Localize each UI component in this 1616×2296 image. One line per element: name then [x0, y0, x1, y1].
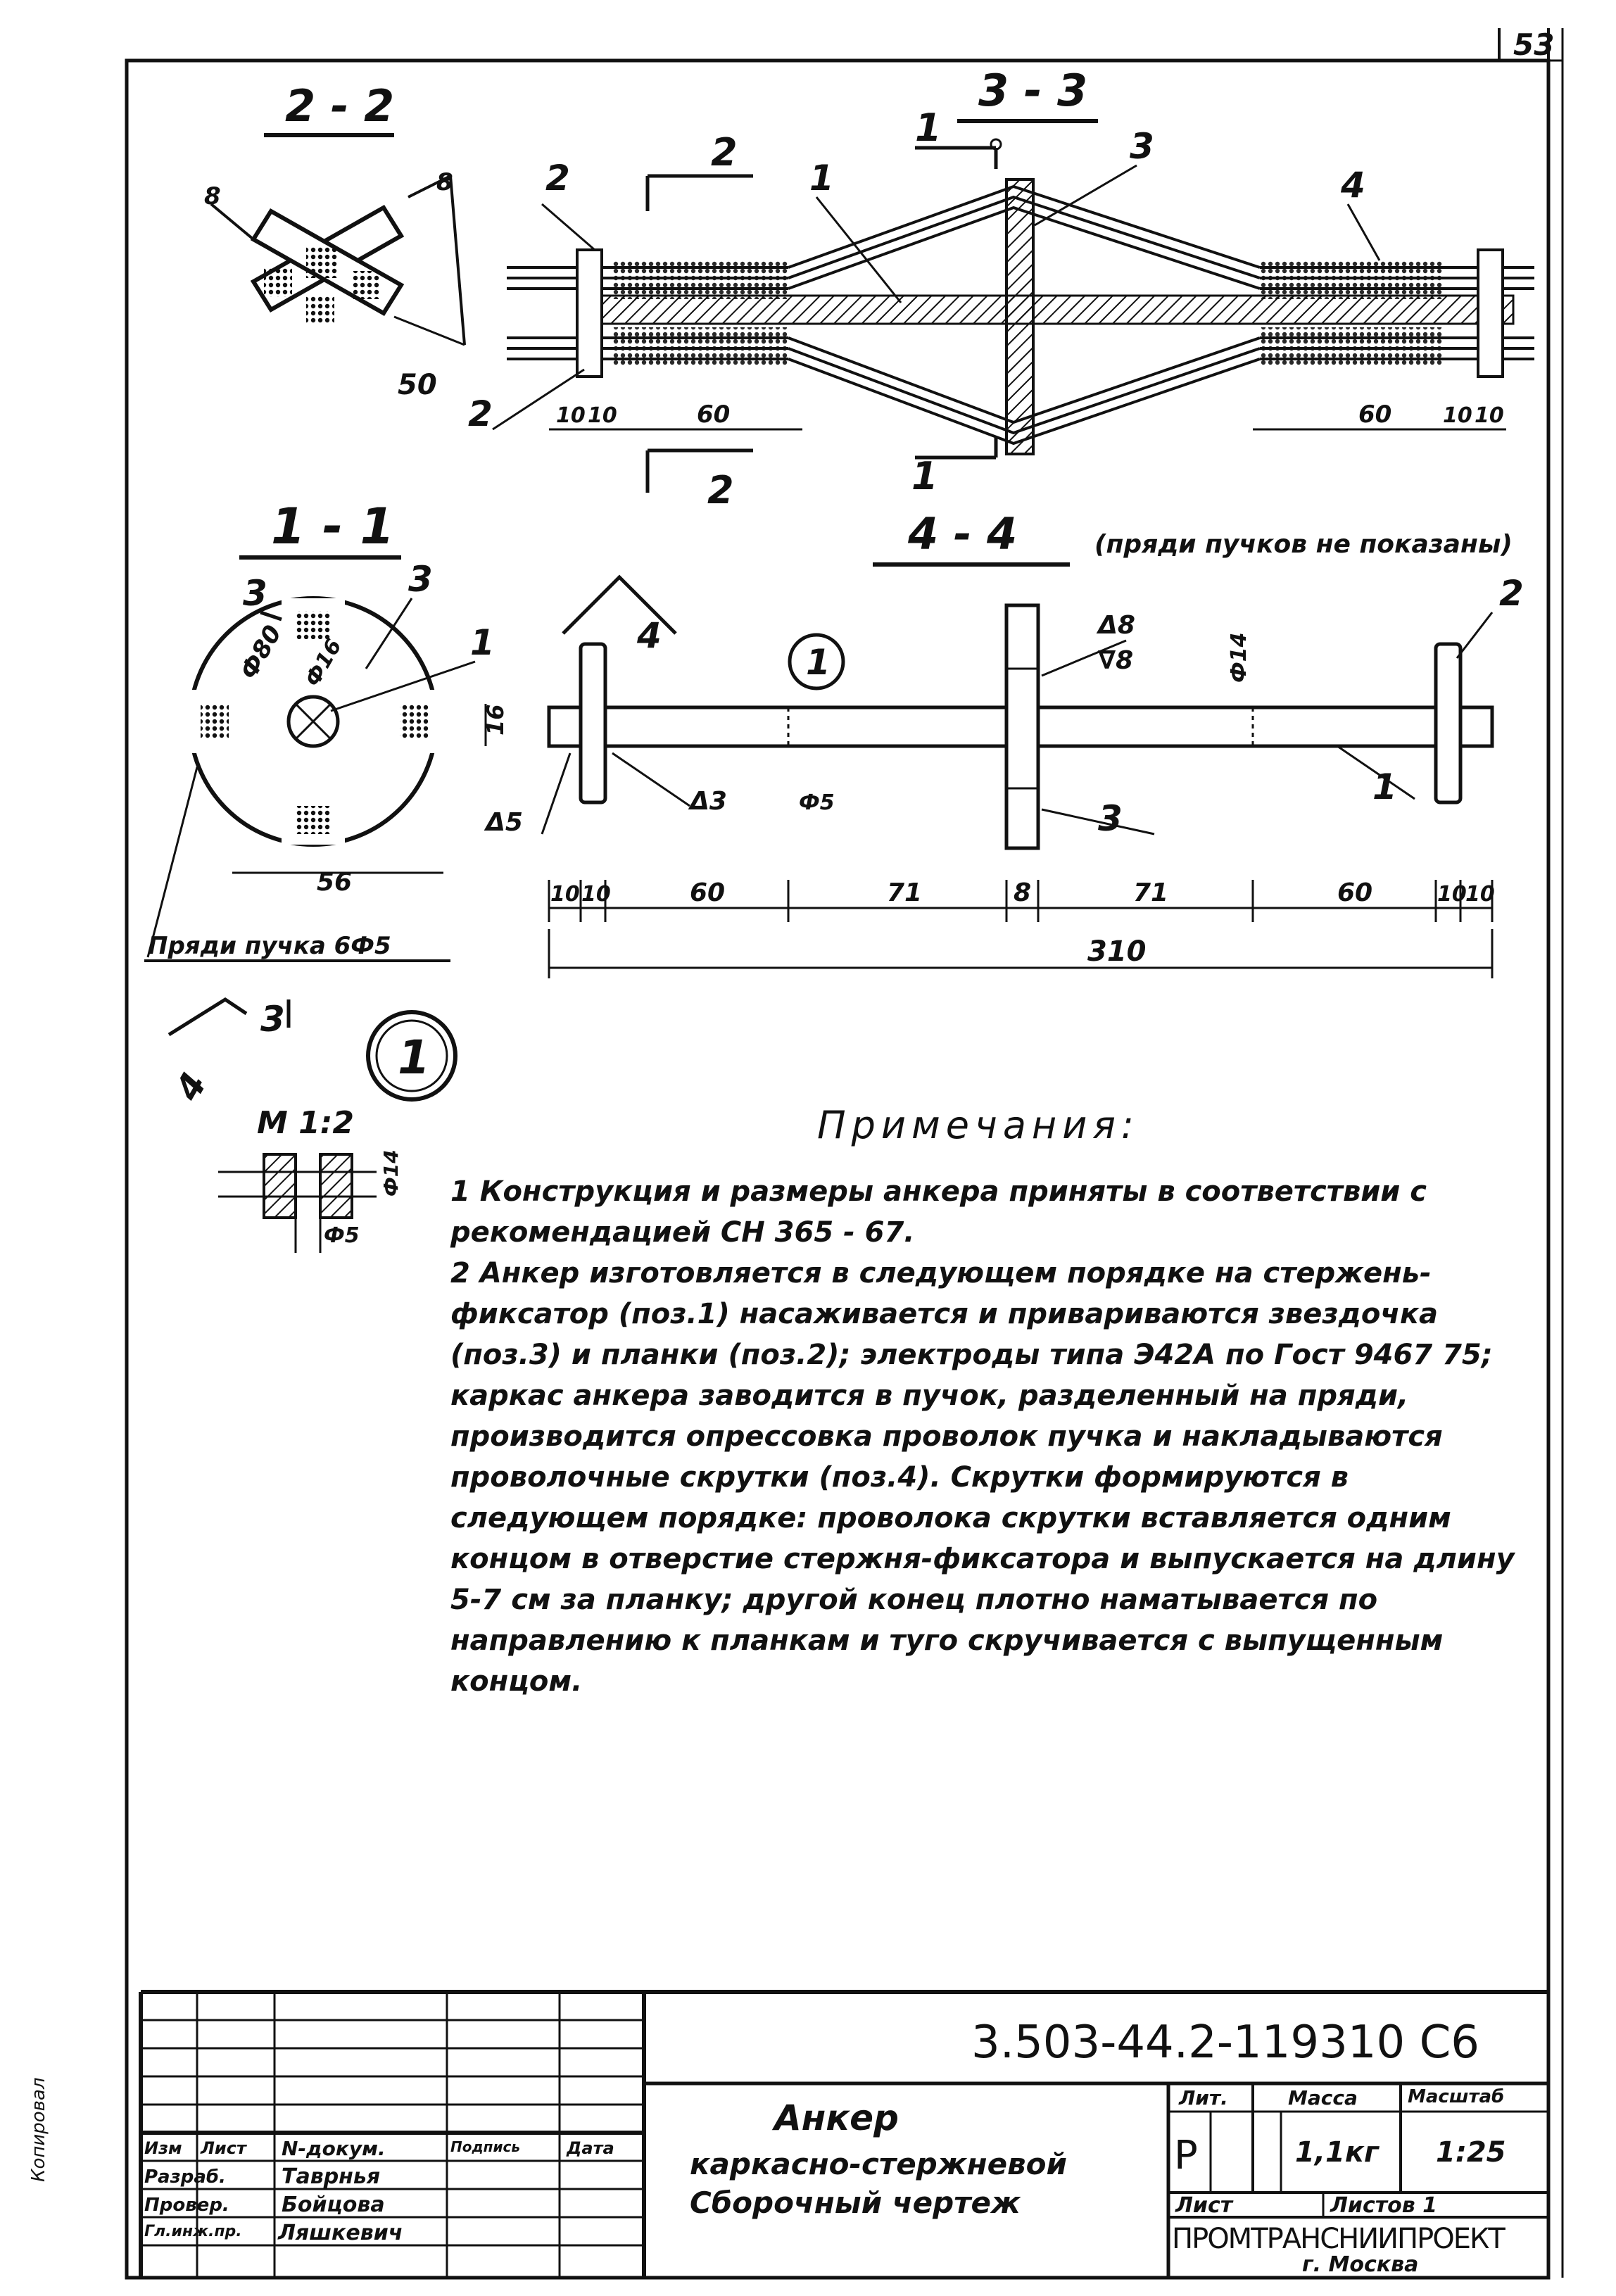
cut-4-a: 4 [636, 615, 662, 656]
dim-10-g: 10 [1437, 882, 1467, 907]
section-3-3: 3 - 3 1 2 2 [468, 65, 1534, 512]
role-checker: Провер. [144, 2195, 229, 2216]
dim-10-h: 10 [1465, 882, 1495, 907]
dim-10-a: 10 [556, 403, 586, 428]
pos-3-a: 3 [1130, 126, 1154, 167]
lit-label: Лит. [1179, 2086, 1228, 2109]
role-developer: Разраб. [144, 2166, 226, 2188]
dim-60-c: 60 [690, 878, 725, 907]
col-change: Изм [144, 2138, 182, 2158]
part-name: Анкер [774, 2098, 899, 2138]
pos-2-c: 2 [1499, 573, 1524, 614]
section-2-2-title: 2 - 2 [285, 80, 394, 132]
mass-label: Масса [1288, 2086, 1358, 2109]
sheet-frame [125, 28, 1564, 2280]
pos-4-a: 4 [1340, 165, 1365, 206]
weld-8b: ∇8 [1098, 646, 1133, 675]
pos-1-b: 1 [470, 622, 495, 663]
cut-4-b: 4 [167, 1066, 215, 1108]
col-sign: Подпись [450, 2138, 520, 2155]
note-2: 2 Анкер изготовляется в следующем порядк… [450, 1257, 1515, 1698]
drawing-type: Сборочный чертеж [690, 2185, 1021, 2220]
dim-10-c: 10 [1443, 403, 1472, 428]
dim-10-b: 10 [588, 403, 617, 428]
pos-2-a: 2 [545, 158, 570, 198]
mass-value: 1,1кг [1295, 2136, 1379, 2169]
dim-8-b: 8 [436, 168, 453, 196]
col-date: Дата [567, 2138, 614, 2158]
dim-phi5-detail: Ф5 [324, 1223, 360, 1248]
name-developer: Таврнья [282, 2164, 381, 2189]
name-checker: Бойцова [282, 2193, 385, 2217]
col-sheet: Лист [201, 2138, 246, 2158]
scale-label: Масштаб [1408, 2086, 1505, 2107]
pos-2-b: 2 [468, 393, 493, 434]
dim-phi14-detail: Ф14 [379, 1149, 403, 1197]
detail-scale: М 1:2 [257, 1105, 354, 1141]
sheets-label: Листов 1 [1330, 2193, 1438, 2218]
note-1: 1 Конструкция и размеры анкера приняты в… [450, 1175, 1427, 1249]
section-4-4: 4 - 4 (пряди пучков не показаны) 4 1 Δ8 … [484, 508, 1524, 978]
section-1-1-title: 1 - 1 [271, 498, 394, 555]
callout-1: 1 [806, 642, 831, 683]
scale-value: 1:25 [1436, 2136, 1506, 2169]
dim-71-a: 71 [887, 878, 922, 907]
pos-3-c: 3 [1098, 798, 1123, 839]
detail-1: 4 3 1 М 1:2 Ф5 Ф14 [167, 997, 457, 1253]
organization: ПРОМТРАНСНИИПРОЕКТ [1172, 2223, 1505, 2255]
dim-phi5: Ф5 [799, 790, 835, 815]
side-stamp: Копировал [28, 2077, 49, 2182]
dim-8-a: 8 [204, 182, 221, 210]
section-4-4-note: (пряди пучков не показаны) [1094, 530, 1513, 559]
weld-8a: Δ8 [1096, 611, 1135, 640]
drawing-code: 3.503-44.2-119310 С6 [971, 2017, 1479, 2069]
city: г. Москва [1302, 2252, 1419, 2277]
role-chief: Гл.инж.пр. [144, 2223, 242, 2240]
dim-60-d: 60 [1337, 878, 1372, 907]
callout-1-detail: 1 [398, 1030, 430, 1085]
cut-2-bottom: 2 [707, 468, 734, 512]
pos-3-b: 3 [408, 559, 433, 600]
dim-71-b: 71 [1133, 878, 1168, 907]
sheet-number: 53 [1513, 27, 1554, 62]
weld-5: Δ5 [484, 808, 523, 837]
col-doc: N-докум. [282, 2137, 386, 2160]
dim-50: 50 [398, 369, 437, 401]
dim-10-d: 10 [1475, 403, 1504, 428]
notes-title: Примечания: [816, 1103, 1140, 1147]
pos-1-a: 1 [809, 158, 834, 198]
weld-3: Δ3 [688, 787, 727, 816]
lit-value: Р [1174, 2133, 1198, 2178]
dim-phi14: Ф14 [1227, 633, 1251, 683]
section-3-3-title: 3 - 3 [978, 65, 1087, 116]
dim-310: 310 [1087, 935, 1147, 968]
cut-1-bottom: 1 [911, 454, 938, 498]
section-1-1: 1 - 1 3 3 1 Ф80 Ф16 16 56 Пряди пучка 6Ф… [144, 498, 509, 962]
name-chief: Ляшкевич [278, 2221, 403, 2245]
title-block [139, 1990, 1548, 2278]
part-type: каркасно-стержневой [690, 2147, 1067, 2181]
bundle-strands-label: Пряди пучка 6Ф5 [148, 932, 391, 960]
cut-1-top: 1 [915, 106, 942, 150]
dim-60-a: 60 [697, 400, 730, 429]
sheet-label: Лист [1175, 2193, 1233, 2218]
dim-56: 56 [317, 868, 352, 897]
section-2-2: 2 - 2 8 8 50 [204, 80, 466, 401]
notes-block: Примечания: 1 Конструкция и размеры анке… [450, 1105, 1548, 1702]
cut-2-top: 2 [711, 130, 738, 175]
dim-60-b: 60 [1358, 400, 1391, 429]
dim-10-f: 10 [581, 882, 611, 907]
cut-3-b: 3 [260, 999, 285, 1040]
section-4-4-title: 4 - 4 [907, 508, 1017, 560]
cut-3-a: 3 [243, 573, 267, 614]
dim-8-c: 8 [1014, 878, 1031, 907]
dim-10-e: 10 [550, 882, 580, 907]
